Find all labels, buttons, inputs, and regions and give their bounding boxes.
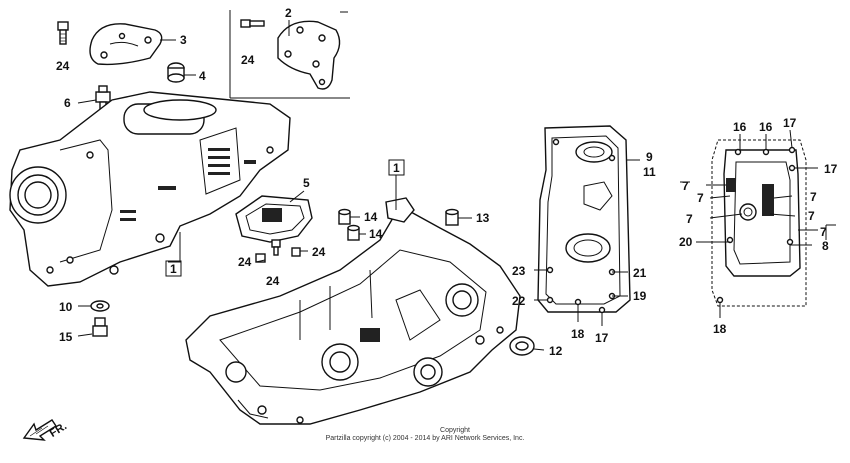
callout-21[interactable]: 21 (633, 266, 647, 280)
callout-19[interactable]: 19 (633, 289, 647, 303)
oil-seal-12[interactable] (509, 336, 535, 356)
callout-14[interactable]: 14 (364, 210, 378, 224)
bolt-24-top-left[interactable] (57, 21, 69, 45)
callout-12[interactable]: 12 (549, 344, 563, 358)
callout-17[interactable]: 17 (783, 116, 797, 130)
bolt-24-cluster[interactable] (255, 239, 301, 263)
callout-7[interactable]: 7 (810, 190, 817, 204)
callout-24[interactable]: 24 (266, 274, 280, 288)
callout-4[interactable]: 4 (199, 69, 206, 83)
callout-7[interactable]: 7 (697, 191, 704, 205)
dowel-14-lower[interactable] (347, 224, 360, 241)
callout-3[interactable]: 3 (180, 33, 187, 47)
dowel-14-upper[interactable] (338, 208, 351, 225)
callout-17[interactable]: 17 (824, 162, 838, 176)
callout-22[interactable]: 22 (512, 294, 526, 308)
callout-5[interactable]: 5 (303, 176, 310, 190)
callout-7[interactable]: 7 (682, 179, 689, 193)
plate-3[interactable] (89, 23, 163, 66)
washer-10[interactable] (90, 300, 110, 312)
callout-20[interactable]: 20 (679, 235, 693, 249)
gasket-9-11[interactable] (537, 125, 631, 314)
right-crankcase-half[interactable] (185, 197, 521, 425)
callout-18[interactable]: 18 (713, 322, 727, 336)
callout-24[interactable]: 24 (241, 53, 255, 67)
left-crankcase-half[interactable] (9, 91, 291, 287)
leader-lines (77, 20, 836, 351)
callout-24[interactable]: 24 (56, 59, 70, 73)
callout-6[interactable]: 6 (64, 96, 71, 110)
callout-24[interactable]: 24 (312, 245, 326, 259)
callout-23[interactable]: 23 (512, 264, 526, 278)
cover-2[interactable] (277, 20, 341, 90)
callout-10[interactable]: 10 (59, 300, 73, 314)
callout-2[interactable]: 2 (285, 6, 292, 20)
callout-16[interactable]: 16 (733, 120, 747, 134)
bolt-24-top-middle[interactable] (240, 19, 265, 28)
callout-11[interactable]: 11 (643, 165, 656, 179)
callout-7[interactable]: 7 (808, 209, 815, 223)
callout-24[interactable]: 24 (238, 255, 252, 269)
gasket-8-20[interactable] (711, 139, 807, 307)
cap-4[interactable] (167, 62, 185, 83)
callout-labels: 24 3 4 6 2 24 5 14 14 13 1 1 24 24 24 10… (56, 6, 838, 358)
front-direction-arrow: FR. (22, 419, 69, 441)
callout-14[interactable]: 14 (369, 227, 383, 241)
callout-1[interactable]: 1 (393, 161, 400, 175)
part-1-pointer-left (165, 260, 182, 277)
cooling-fins (120, 148, 256, 221)
callout-7[interactable]: 7 (820, 225, 827, 239)
copyright-line-2: Partzilla copyright (c) 2004 - 2014 by A… (326, 435, 525, 442)
callout-9[interactable]: 9 (646, 150, 653, 164)
callout-8[interactable]: 8 (822, 239, 829, 253)
callout-1[interactable]: 1 (170, 262, 177, 276)
callout-16[interactable]: 16 (759, 120, 773, 134)
callout-13[interactable]: 13 (476, 211, 490, 225)
bolt-15[interactable] (92, 317, 108, 337)
part-2-group-frame (229, 10, 350, 99)
gasket-5[interactable] (235, 195, 313, 243)
callout-7[interactable]: 7 (686, 212, 693, 226)
callout-17[interactable]: 17 (595, 331, 609, 345)
callout-15[interactable]: 15 (59, 330, 73, 344)
copyright-line-1: Copyright (440, 427, 470, 434)
plug-13[interactable] (445, 208, 459, 226)
part-1-pointer-right (388, 159, 405, 210)
callout-18[interactable]: 18 (571, 327, 585, 341)
